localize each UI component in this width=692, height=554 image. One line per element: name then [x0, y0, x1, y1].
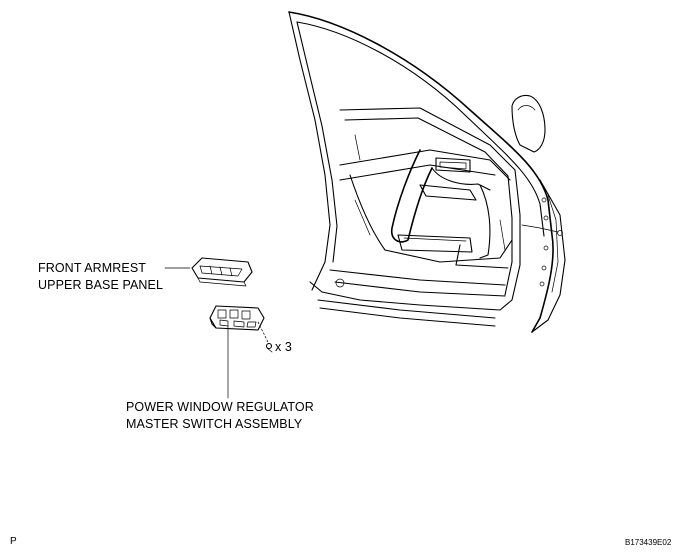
- armrest-label: FRONT ARMREST UPPER BASE PANEL: [38, 260, 163, 294]
- corner-letter: P: [10, 536, 17, 547]
- armrest-label-line2: UPPER BASE PANEL: [38, 278, 164, 292]
- armrest-label-line1: FRONT ARMREST: [38, 261, 147, 275]
- armrest-base-panel-part: [191, 257, 253, 287]
- front-door: [288, 11, 566, 333]
- switch-label-line1: POWER WINDOW REGULATOR: [126, 400, 314, 414]
- figure-code: B173439E02: [625, 538, 672, 547]
- switch-label: POWER WINDOW REGULATOR MASTER SWITCH ASS…: [126, 399, 314, 433]
- screw-qty-label: x 3: [275, 340, 292, 354]
- master-switch-part: [209, 305, 265, 331]
- switch-label-line2: MASTER SWITCH ASSEMBLY: [126, 417, 303, 431]
- screw-part: [257, 321, 273, 353]
